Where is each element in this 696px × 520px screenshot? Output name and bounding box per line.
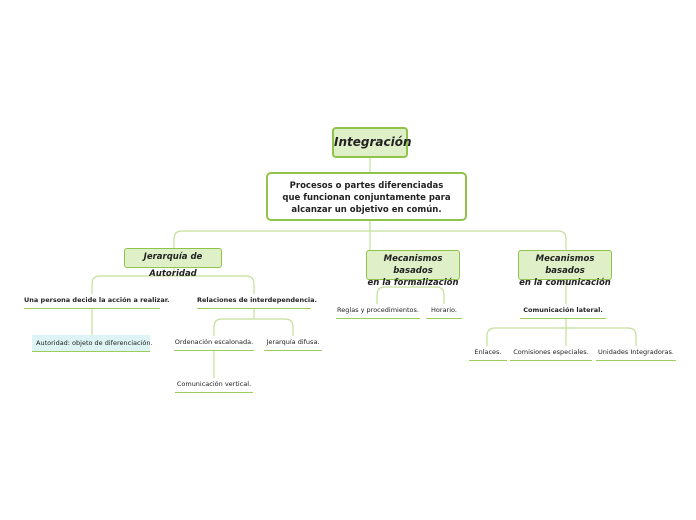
leaf-comunicacion-vertical[interactable]: Comunicación vertical. bbox=[175, 380, 253, 393]
leaf-persona-decide[interactable]: Una persona decide la acción a realizar. bbox=[24, 296, 169, 309]
link-to-comunicacion bbox=[370, 230, 567, 250]
root-topic-label: Integración bbox=[334, 135, 412, 149]
leaf-label: Unidades Integradoras. bbox=[598, 348, 674, 356]
leaf-autoridad[interactable]: Autoridad: objeto de diferenciación. bbox=[32, 335, 153, 352]
leaf-label: Comisiones especiales. bbox=[513, 348, 589, 356]
leaf-comisiones-especiales[interactable]: Comisiones especiales. bbox=[510, 348, 592, 361]
root-topic[interactable]: Integración bbox=[332, 127, 412, 158]
leaf-label: Autoridad: objeto de diferenciación. bbox=[36, 339, 153, 347]
link-to-ordenacion bbox=[213, 309, 255, 336]
category-jerarquia-autoridad[interactable]: Jerarquía de Autoridad bbox=[124, 248, 222, 279]
description-line: alcanzar un objetivo en común. bbox=[291, 205, 442, 215]
leaf-jerarquia-difusa[interactable]: Jerarquía difusa. bbox=[264, 338, 322, 351]
category-label: en la comunicación bbox=[519, 278, 611, 288]
link-to-persona bbox=[91, 268, 175, 294]
leaf-unidades-integradoras[interactable]: Unidades Integradoras. bbox=[596, 348, 676, 361]
link-to-unidades bbox=[566, 327, 637, 346]
leaf-label: Reglas y procedimientos. bbox=[337, 306, 419, 314]
category-comunicacion[interactable]: Mecanismos basados en la comunicación bbox=[518, 250, 612, 288]
category-label: en la formalización bbox=[367, 278, 459, 288]
link-to-horario bbox=[413, 286, 445, 304]
leaf-label: Comunicación lateral. bbox=[523, 306, 603, 314]
leaf-label: Enlaces. bbox=[474, 348, 502, 356]
leaf-label: Relaciones de interdependencia. bbox=[197, 296, 318, 304]
leaf-label: Ordenación escalonada. bbox=[174, 338, 254, 346]
leaf-label: Horario. bbox=[431, 306, 457, 314]
description-node[interactable]: Procesos o partes diferenciadas que func… bbox=[266, 172, 467, 221]
leaf-relaciones-interdependencia[interactable]: Relaciones de interdependencia. bbox=[197, 296, 317, 309]
leaf-horario[interactable]: Horario. bbox=[426, 306, 462, 319]
link-to-enlaces bbox=[486, 318, 567, 346]
link-to-jerarquia bbox=[173, 221, 371, 248]
leaf-label: Una persona decide la acción a realizar. bbox=[24, 296, 170, 304]
leaf-reglas-procedimientos[interactable]: Reglas y procedimientos. bbox=[336, 306, 420, 319]
category-label: Mecanismos basados bbox=[535, 254, 595, 276]
category-label: Jerarquía de Autoridad bbox=[143, 252, 203, 279]
description-line: Procesos o partes diferenciadas bbox=[289, 181, 444, 191]
leaf-enlaces[interactable]: Enlaces. bbox=[469, 348, 507, 361]
link-to-reglas bbox=[376, 280, 414, 304]
category-label: Mecanismos basados bbox=[383, 254, 443, 276]
description-line: que funcionan conjuntamente para bbox=[282, 193, 451, 203]
leaf-ordenacion-escalonada[interactable]: Ordenación escalonada. bbox=[174, 338, 254, 351]
category-formalizacion[interactable]: Mecanismos basados en la formalización bbox=[366, 250, 460, 288]
link-to-jerarquia-difusa bbox=[254, 318, 294, 336]
leaf-label: Comunicación vertical. bbox=[176, 380, 252, 388]
leaf-comunicacion-lateral[interactable]: Comunicación lateral. bbox=[520, 306, 606, 319]
link-to-relaciones bbox=[174, 275, 255, 294]
leaf-label: Jerarquía difusa. bbox=[266, 338, 320, 346]
